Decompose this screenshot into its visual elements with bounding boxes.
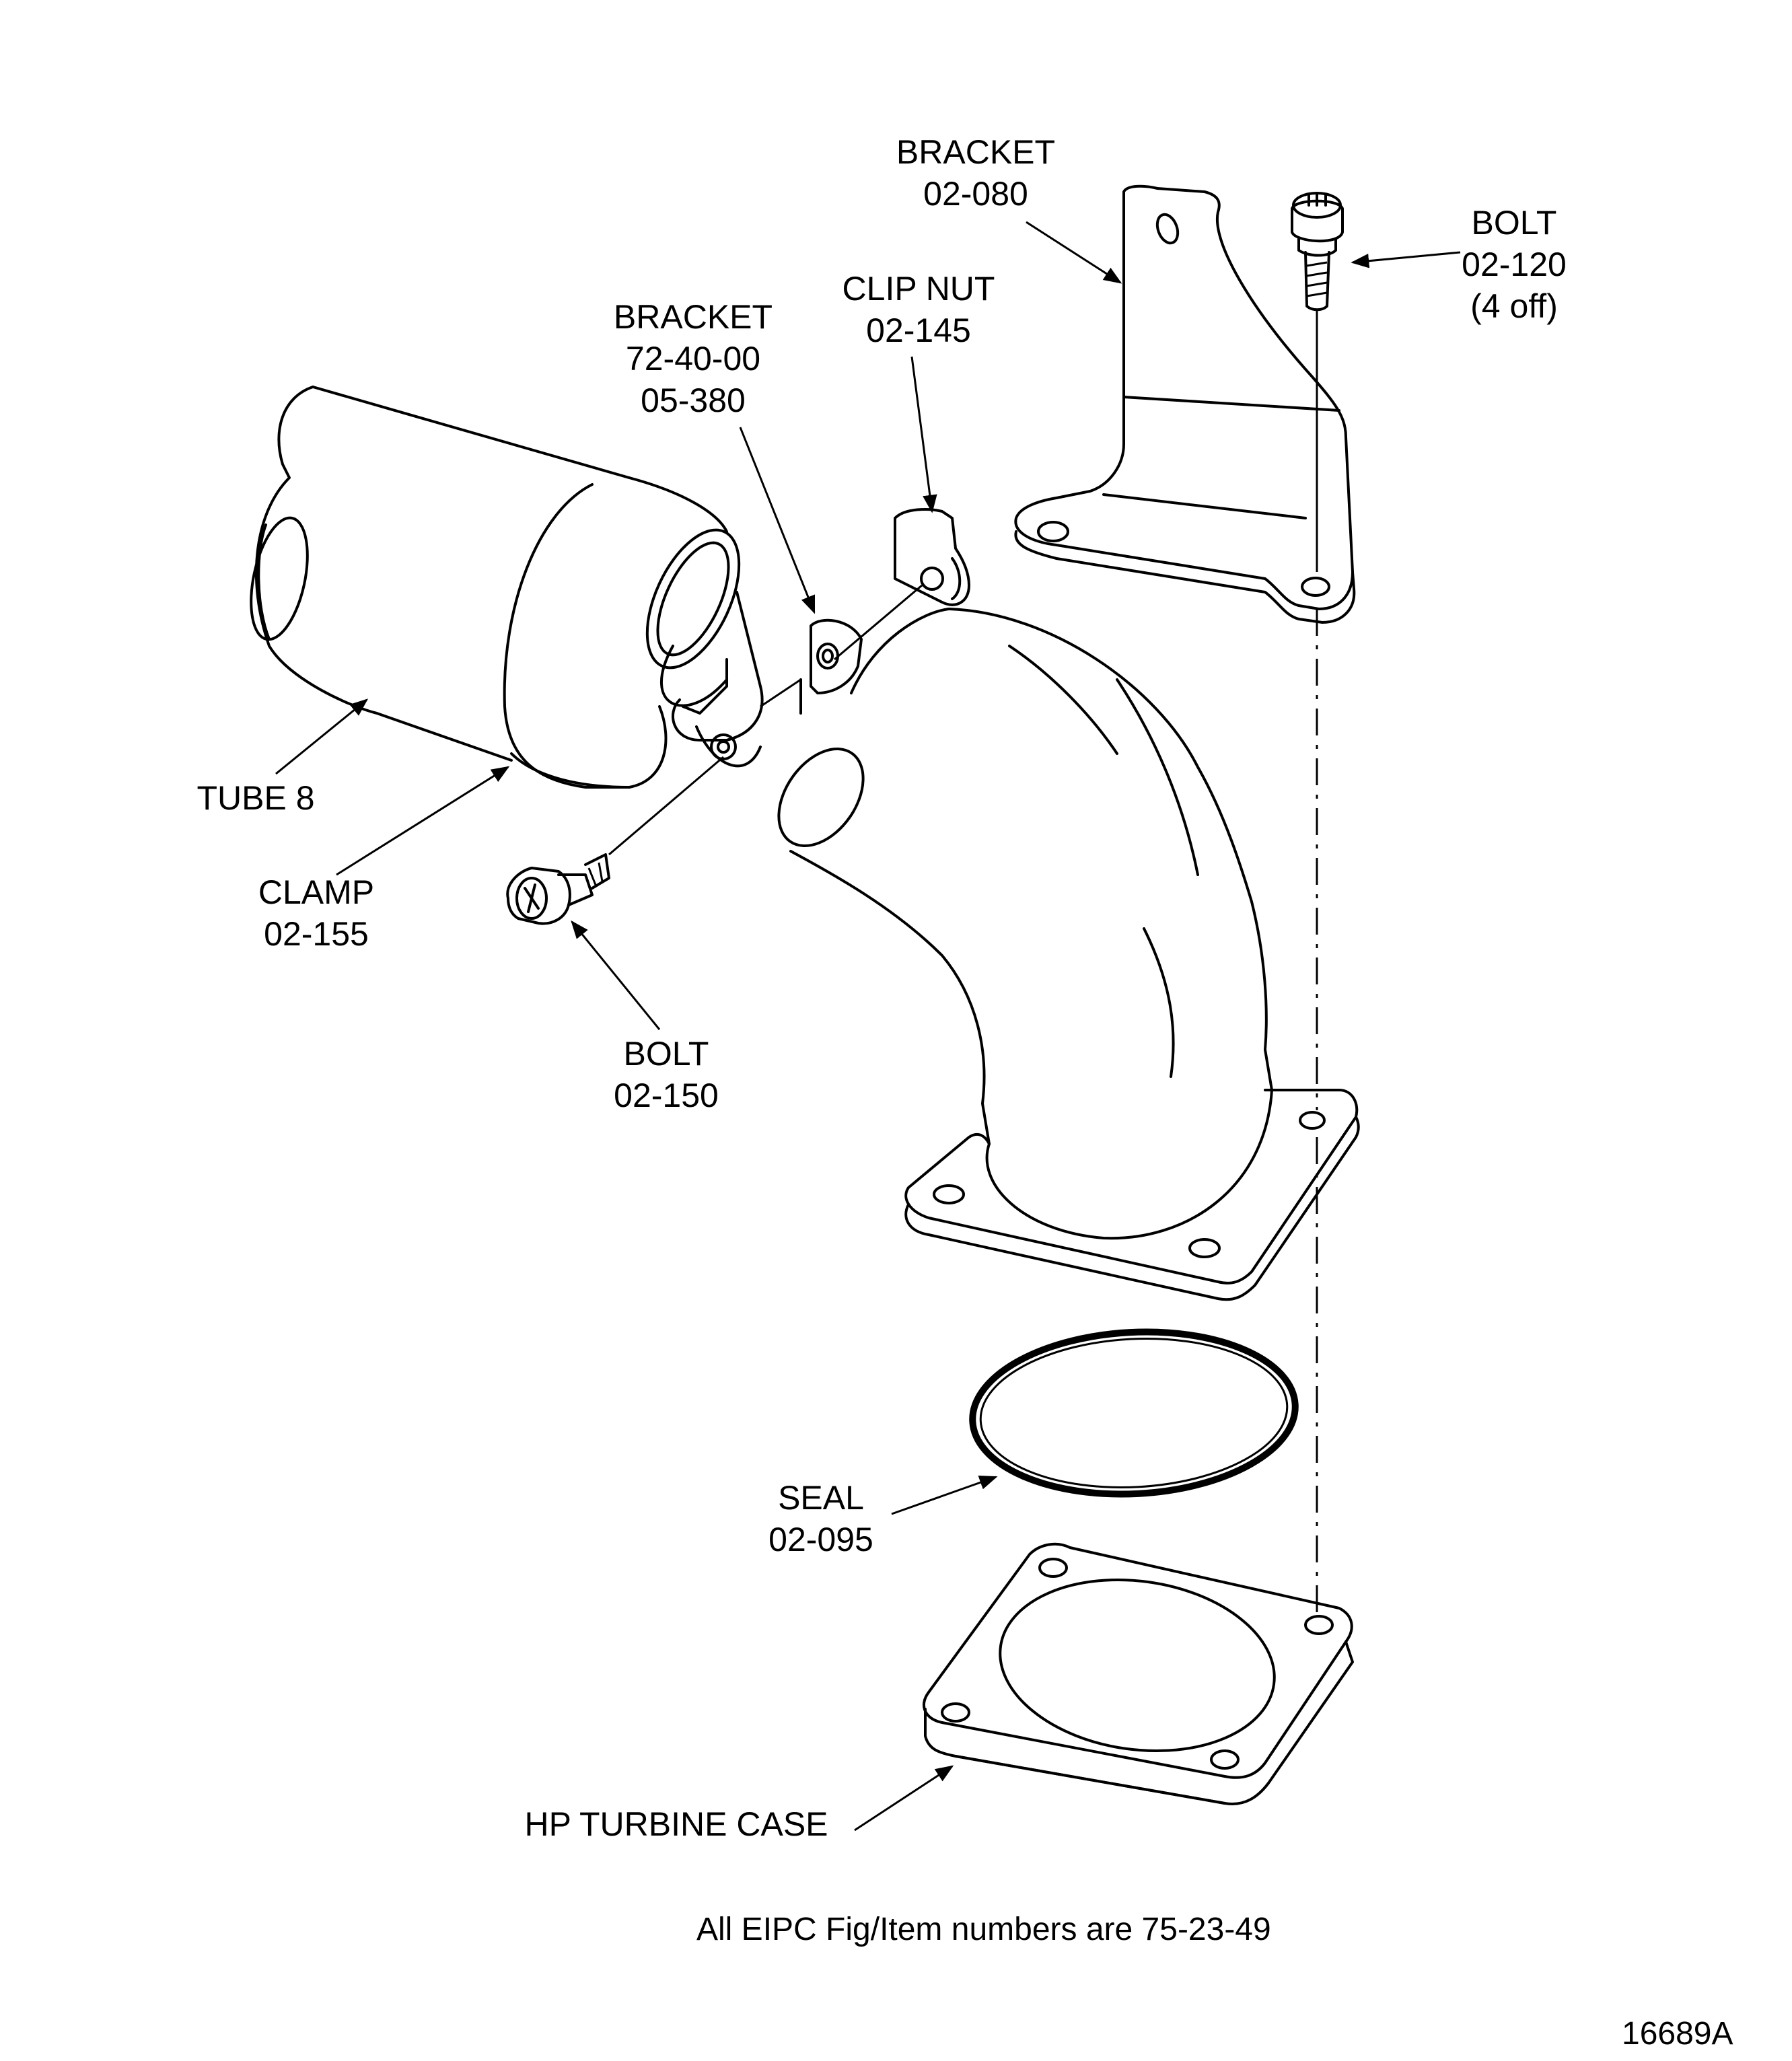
label-bolt-low-name: BOLT (623, 1035, 709, 1073)
label-bracket-tab-number: 05-380 (641, 382, 746, 419)
label-bracket-name: BRACKET (896, 133, 1056, 171)
label-bolt-number: 02-120 (1462, 246, 1567, 283)
label-hp-turbine-case: HP TURBINE CASE (498, 1803, 855, 1845)
bracket-tab-part (799, 618, 863, 715)
label-clamp-number: 02-155 (264, 915, 369, 953)
leader-lines (275, 221, 1461, 1832)
assembly-centerlines (608, 310, 1318, 1615)
eipc-note: All EIPC Fig/Item numbers are 75-23-49 (696, 1912, 1271, 1947)
label-clip-nut-number: 02-145 (866, 312, 971, 349)
bolt-top-part (1291, 192, 1344, 312)
label-clip-nut-name: CLIP NUT (842, 270, 995, 308)
label-seal-number: 02-095 (768, 1521, 873, 1558)
label-bolt-02-150: BOLT 02-150 (592, 1033, 740, 1116)
label-clip-nut-02-145: CLIP NUT 02-145 (828, 268, 1009, 351)
bracket-top-part (1014, 184, 1356, 624)
label-bolt-02-120: BOLT 02-120 (4 off) (1454, 202, 1575, 327)
label-bracket-05-380: BRACKET 72-40-00 05-380 (599, 296, 787, 421)
label-case-name: HP TURBINE CASE (524, 1805, 828, 1843)
label-seal-name: SEAL (778, 1479, 864, 1517)
label-bracket-tab-ref: 72-40-00 (625, 340, 761, 377)
bolt-lower-part (506, 853, 610, 925)
clamp-part (503, 476, 764, 789)
label-clamp-02-155: CLAMP 02-155 (242, 871, 390, 955)
label-bracket-tab-name: BRACKET (613, 298, 773, 336)
turbine-case-flange-part (922, 1542, 1354, 1805)
label-bracket-number: 02-080 (923, 175, 1028, 213)
figure-id: 16689A (1622, 2016, 1733, 2052)
label-bolt-name: BOLT (1471, 204, 1557, 242)
seal-ring-part (969, 1328, 1299, 1498)
label-bolt-qty: (4 off) (1470, 287, 1558, 325)
label-bolt-low-number: 02-150 (614, 1077, 719, 1114)
tube-8-part (250, 386, 631, 762)
label-tube-8: TUBE 8 (178, 777, 333, 819)
label-bracket-02-080: BRACKET 02-080 (875, 131, 1077, 215)
elbow-duct-part (777, 608, 1360, 1301)
label-seal-02-095: SEAL 02-095 (747, 1477, 895, 1560)
clip-nut-part (894, 508, 970, 606)
label-clamp-name: CLAMP (258, 873, 375, 911)
label-tube-name: TUBE 8 (196, 779, 315, 817)
